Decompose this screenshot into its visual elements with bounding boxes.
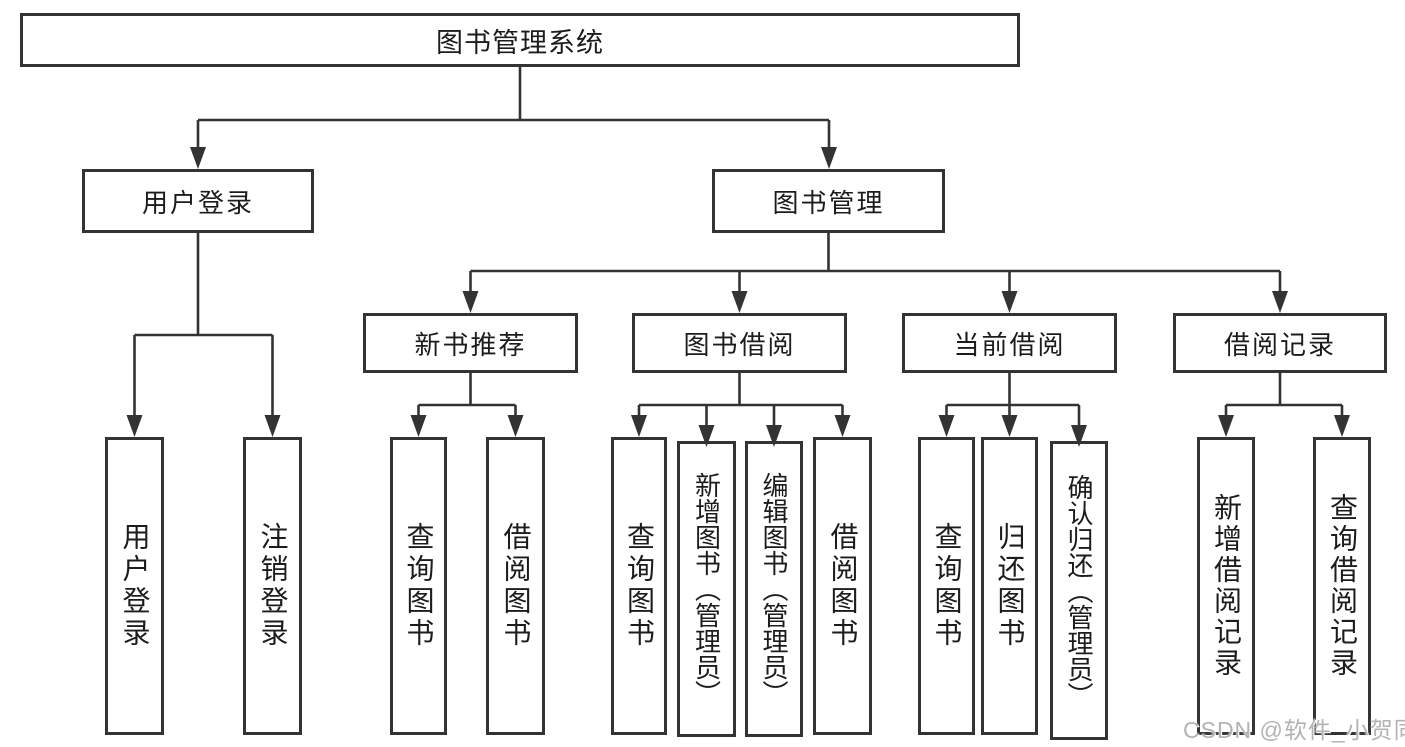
csdn-watermark: CSDN @软件_小贺同学: [1183, 717, 1405, 743]
arrow-down-icon: [264, 415, 281, 437]
leaf-query-borrow-record: 查询借阅记录: [1313, 437, 1371, 735]
leaf-user-login-label: 用户登录: [119, 522, 151, 650]
arrow-down-icon: [462, 291, 479, 313]
leaf-query-book-2-label: 查询图书: [624, 522, 655, 650]
arrow-down-icon: [821, 147, 837, 169]
leaf-confirm-return-admin: 确认归还（管理员）: [1050, 441, 1108, 740]
leaf-edit-book-admin: 编辑图书（管理员）: [745, 441, 803, 737]
node-current-borrow-label: 当前借阅: [953, 329, 1066, 360]
node-library-system-label: 图书管理系统: [436, 27, 604, 58]
arrow-down-icon: [126, 415, 143, 437]
arrow-down-icon: [631, 415, 647, 437]
leaf-edit-book-admin-label: 编辑图书（管理员）: [759, 472, 789, 706]
arrow-down-icon: [834, 415, 851, 437]
node-borrow-record: 借阅记录: [1173, 313, 1387, 373]
leaf-add-book-admin-label: 新增图书（管理员）: [691, 472, 722, 706]
arrow-down-icon: [410, 415, 427, 437]
node-book-management-label: 图书管理: [772, 187, 885, 218]
node-new-book-recommend-label: 新书推荐: [414, 329, 527, 360]
leaf-borrow-book-1: 借阅图书: [486, 437, 545, 735]
leaf-borrow-book-2: 借阅图书: [813, 437, 872, 735]
leaf-return-book: 归还图书: [981, 437, 1038, 735]
leaf-query-book-1-label: 查询图书: [403, 522, 435, 650]
leaf-query-book-3: 查询图书: [918, 437, 975, 735]
node-book-management: 图书管理: [712, 169, 945, 233]
leaf-query-borrow-record-label: 查询借阅记录: [1327, 493, 1358, 679]
leaf-add-borrow-record-label: 新增借阅记录: [1211, 493, 1242, 679]
leaf-add-book-admin: 新增图书（管理员）: [677, 441, 736, 737]
leaf-query-book-3-label: 查询图书: [931, 522, 963, 650]
arrow-down-icon: [731, 291, 748, 313]
node-library-system: 图书管理系统: [20, 13, 1020, 67]
arrow-down-icon: [938, 415, 955, 437]
arrow-down-icon: [507, 415, 524, 437]
node-user-login-branch-label: 用户登录: [141, 187, 254, 218]
leaf-logout: 注销登录: [243, 437, 302, 735]
connector-lines: [133, 65, 1344, 430]
leaf-user-login: 用户登录: [105, 437, 164, 735]
arrow-down-icon: [1001, 291, 1018, 313]
node-book-borrow-label: 图书借阅: [683, 329, 796, 360]
arrow-down-icon: [1272, 291, 1288, 313]
leaf-return-book-label: 归还图书: [994, 522, 1026, 650]
leaf-borrow-book-2-label: 借阅图书: [827, 522, 859, 650]
leaf-add-borrow-record: 新增借阅记录: [1197, 437, 1255, 735]
arrow-down-icon: [190, 147, 206, 169]
node-user-login-branch: 用户登录: [82, 169, 314, 233]
arrow-down-icon: [1334, 415, 1350, 437]
node-current-borrow: 当前借阅: [902, 313, 1117, 373]
leaf-borrow-book-1-label: 借阅图书: [500, 522, 532, 650]
node-borrow-record-label: 借阅记录: [1223, 329, 1336, 360]
arrow-down-icon: [1001, 415, 1018, 437]
leaf-confirm-return-admin-label: 确认归还（管理员）: [1064, 473, 1094, 708]
leaf-logout-label: 注销登录: [257, 522, 289, 650]
leaf-query-book-2: 查询图书: [611, 437, 667, 735]
node-book-borrow: 图书借阅: [632, 313, 847, 373]
arrow-down-icon: [1218, 415, 1234, 437]
node-new-book-recommend: 新书推荐: [363, 313, 578, 373]
leaf-query-book-1: 查询图书: [390, 437, 447, 735]
